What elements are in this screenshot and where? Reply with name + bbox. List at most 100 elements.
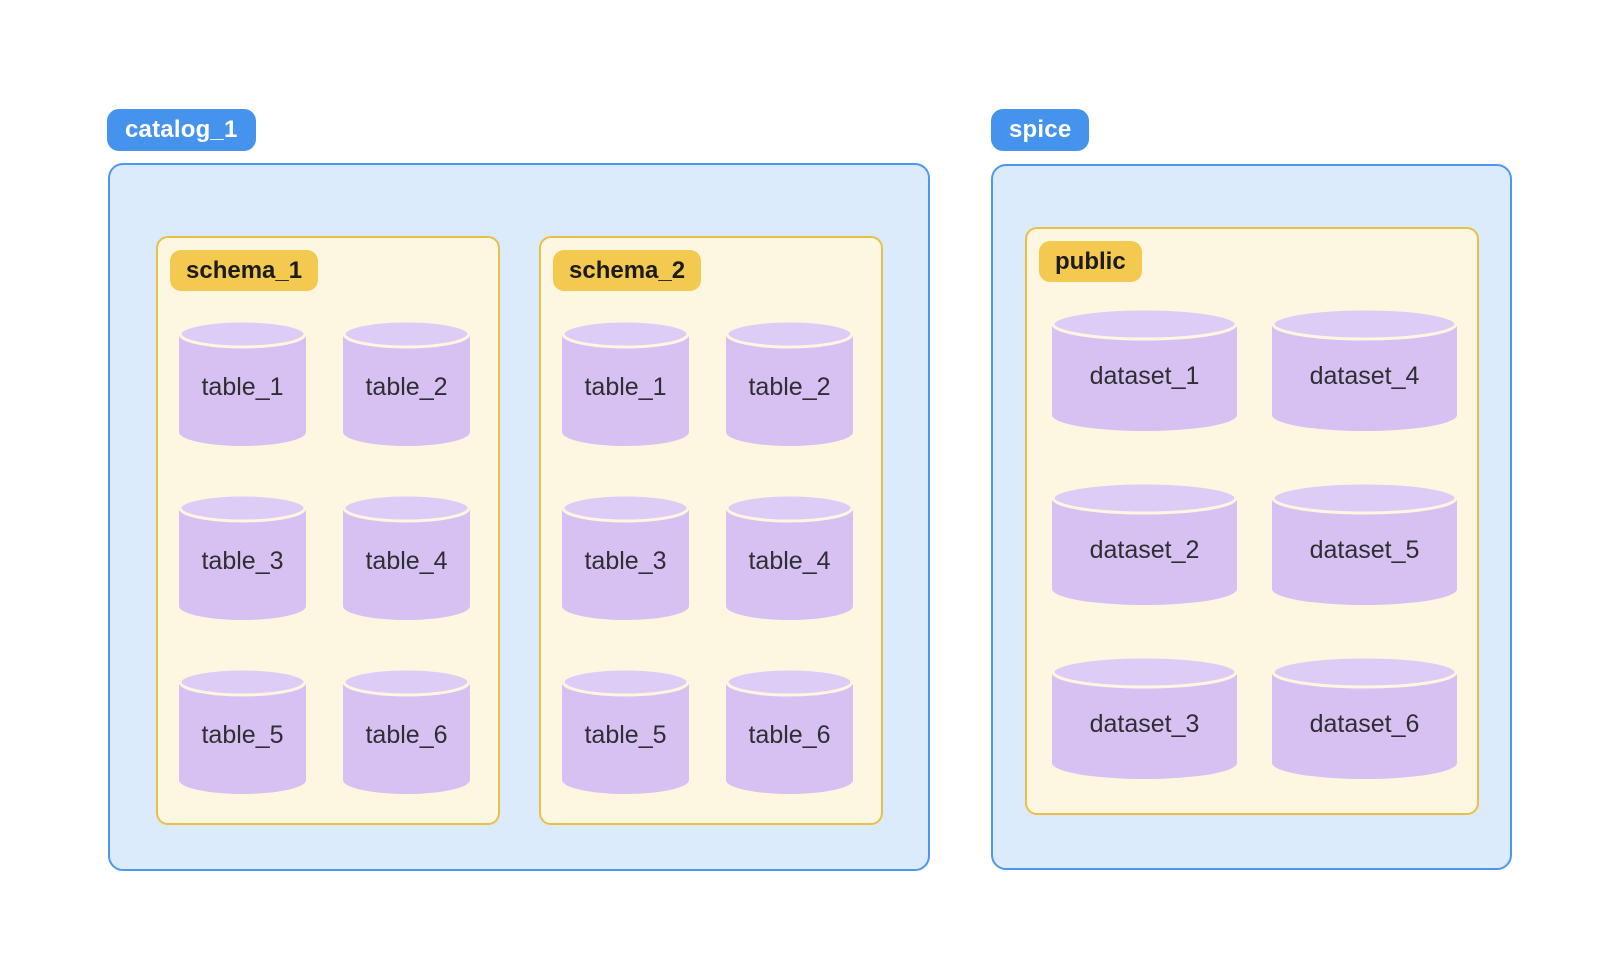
cylinder-top-shape xyxy=(178,493,307,523)
item-cylinder-table_4: table_4 xyxy=(342,493,471,620)
cylinder-top-shape xyxy=(342,493,471,523)
item-cylinder-table_2: table_2 xyxy=(342,319,471,446)
cylinder-label: dataset_2 xyxy=(1089,535,1200,564)
cylinder-label: table_5 xyxy=(201,720,284,749)
item-cylinder-table_3: table_3 xyxy=(178,493,307,620)
cylinder-top-shape xyxy=(561,667,690,697)
item-cylinder-table_6: table_6 xyxy=(342,667,471,794)
cylinder-label: table_2 xyxy=(748,372,831,401)
cylinder-top-shape xyxy=(178,319,307,349)
database-cylinder-icon xyxy=(1271,655,1458,779)
cylinder-top-shape xyxy=(342,667,471,697)
cylinder-body-shape xyxy=(726,334,853,446)
cylinder-body-shape xyxy=(726,682,853,794)
item-cylinder-table_4: table_4 xyxy=(725,493,854,620)
item-cylinder-dataset_1: dataset_1 xyxy=(1051,307,1238,431)
cylinder-label: table_2 xyxy=(365,372,448,401)
database-cylinder-icon xyxy=(342,319,471,446)
cylinder-label: table_6 xyxy=(365,720,448,749)
cylinder-top-shape xyxy=(1271,307,1458,341)
item-cylinder-table_2: table_2 xyxy=(725,319,854,446)
item-cylinder-dataset_6: dataset_6 xyxy=(1271,655,1458,779)
database-cylinder-icon xyxy=(178,319,307,446)
database-cylinder-icon xyxy=(342,493,471,620)
item-cylinder-dataset_4: dataset_4 xyxy=(1271,307,1458,431)
cylinder-label: dataset_5 xyxy=(1309,535,1420,564)
database-cylinder-icon xyxy=(725,493,854,620)
cylinder-top-shape xyxy=(725,493,854,523)
item-cylinder-table_1: table_1 xyxy=(178,319,307,446)
cylinder-body-shape xyxy=(1272,498,1457,605)
item-cylinder-table_6: table_6 xyxy=(725,667,854,794)
database-cylinder-icon xyxy=(725,667,854,794)
item-cylinder-dataset_5: dataset_5 xyxy=(1271,481,1458,605)
cylinder-label: dataset_3 xyxy=(1089,709,1200,738)
database-cylinder-icon xyxy=(561,667,690,794)
cylinder-label: dataset_4 xyxy=(1309,361,1420,390)
item-cylinder-dataset_3: dataset_3 xyxy=(1051,655,1238,779)
cylinder-top-shape xyxy=(342,319,471,349)
cylinder-body-shape xyxy=(562,334,689,446)
item-cylinder-dataset_2: dataset_2 xyxy=(1051,481,1238,605)
cylinder-label: table_4 xyxy=(748,546,831,575)
database-cylinder-icon xyxy=(1271,307,1458,431)
schema-chip-schema_2: schema_2 xyxy=(553,250,702,291)
cylinder-top-shape xyxy=(1051,307,1238,341)
item-cylinder-table_5: table_5 xyxy=(561,667,690,794)
cylinder-label: dataset_6 xyxy=(1309,709,1420,738)
cylinder-label: table_6 xyxy=(748,720,831,749)
cylinder-label: table_3 xyxy=(584,546,667,575)
cylinder-top-shape xyxy=(561,319,690,349)
database-cylinder-icon xyxy=(178,667,307,794)
cylinder-body-shape xyxy=(179,334,306,446)
database-cylinder-icon xyxy=(342,667,471,794)
database-cylinder-icon xyxy=(561,319,690,446)
cylinder-body-shape xyxy=(179,508,306,620)
database-cylinder-icon xyxy=(725,319,854,446)
cylinder-label: table_1 xyxy=(584,372,667,401)
cylinder-body-shape xyxy=(343,508,470,620)
cylinder-top-shape xyxy=(725,319,854,349)
schema-chip-public: public xyxy=(1039,241,1142,282)
cylinder-label: table_1 xyxy=(201,372,284,401)
cylinder-top-shape xyxy=(1051,655,1238,689)
cylinder-body-shape xyxy=(726,508,853,620)
database-cylinder-icon xyxy=(561,493,690,620)
item-cylinder-table_5: table_5 xyxy=(178,667,307,794)
database-cylinder-icon xyxy=(1051,307,1238,431)
cylinder-body-shape xyxy=(179,682,306,794)
database-cylinder-icon xyxy=(1271,481,1458,605)
cylinder-label: table_5 xyxy=(584,720,667,749)
catalog-chip-spice: spice xyxy=(991,109,1090,151)
database-cylinder-icon xyxy=(1051,655,1238,779)
cylinder-body-shape xyxy=(1052,324,1237,431)
cylinder-label: table_3 xyxy=(201,546,284,575)
cylinder-body-shape xyxy=(1052,672,1237,779)
schema-chip-schema_1: schema_1 xyxy=(170,250,319,291)
catalog-chip-catalog_1: catalog_1 xyxy=(107,109,256,151)
cylinder-top-shape xyxy=(1271,655,1458,689)
cylinder-body-shape xyxy=(1272,324,1457,431)
cylinder-body-shape xyxy=(343,334,470,446)
cylinder-label: table_4 xyxy=(365,546,448,575)
cylinder-body-shape xyxy=(343,682,470,794)
cylinder-body-shape xyxy=(562,508,689,620)
item-cylinder-table_3: table_3 xyxy=(561,493,690,620)
database-cylinder-icon xyxy=(1051,481,1238,605)
cylinder-top-shape xyxy=(725,667,854,697)
cylinder-body-shape xyxy=(1272,672,1457,779)
cylinder-body-shape xyxy=(562,682,689,794)
item-cylinder-table_1: table_1 xyxy=(561,319,690,446)
cylinder-top-shape xyxy=(1051,481,1238,515)
database-cylinder-icon xyxy=(178,493,307,620)
cylinder-top-shape xyxy=(561,493,690,523)
cylinder-top-shape xyxy=(1271,481,1458,515)
cylinder-body-shape xyxy=(1052,498,1237,605)
cylinder-top-shape xyxy=(178,667,307,697)
